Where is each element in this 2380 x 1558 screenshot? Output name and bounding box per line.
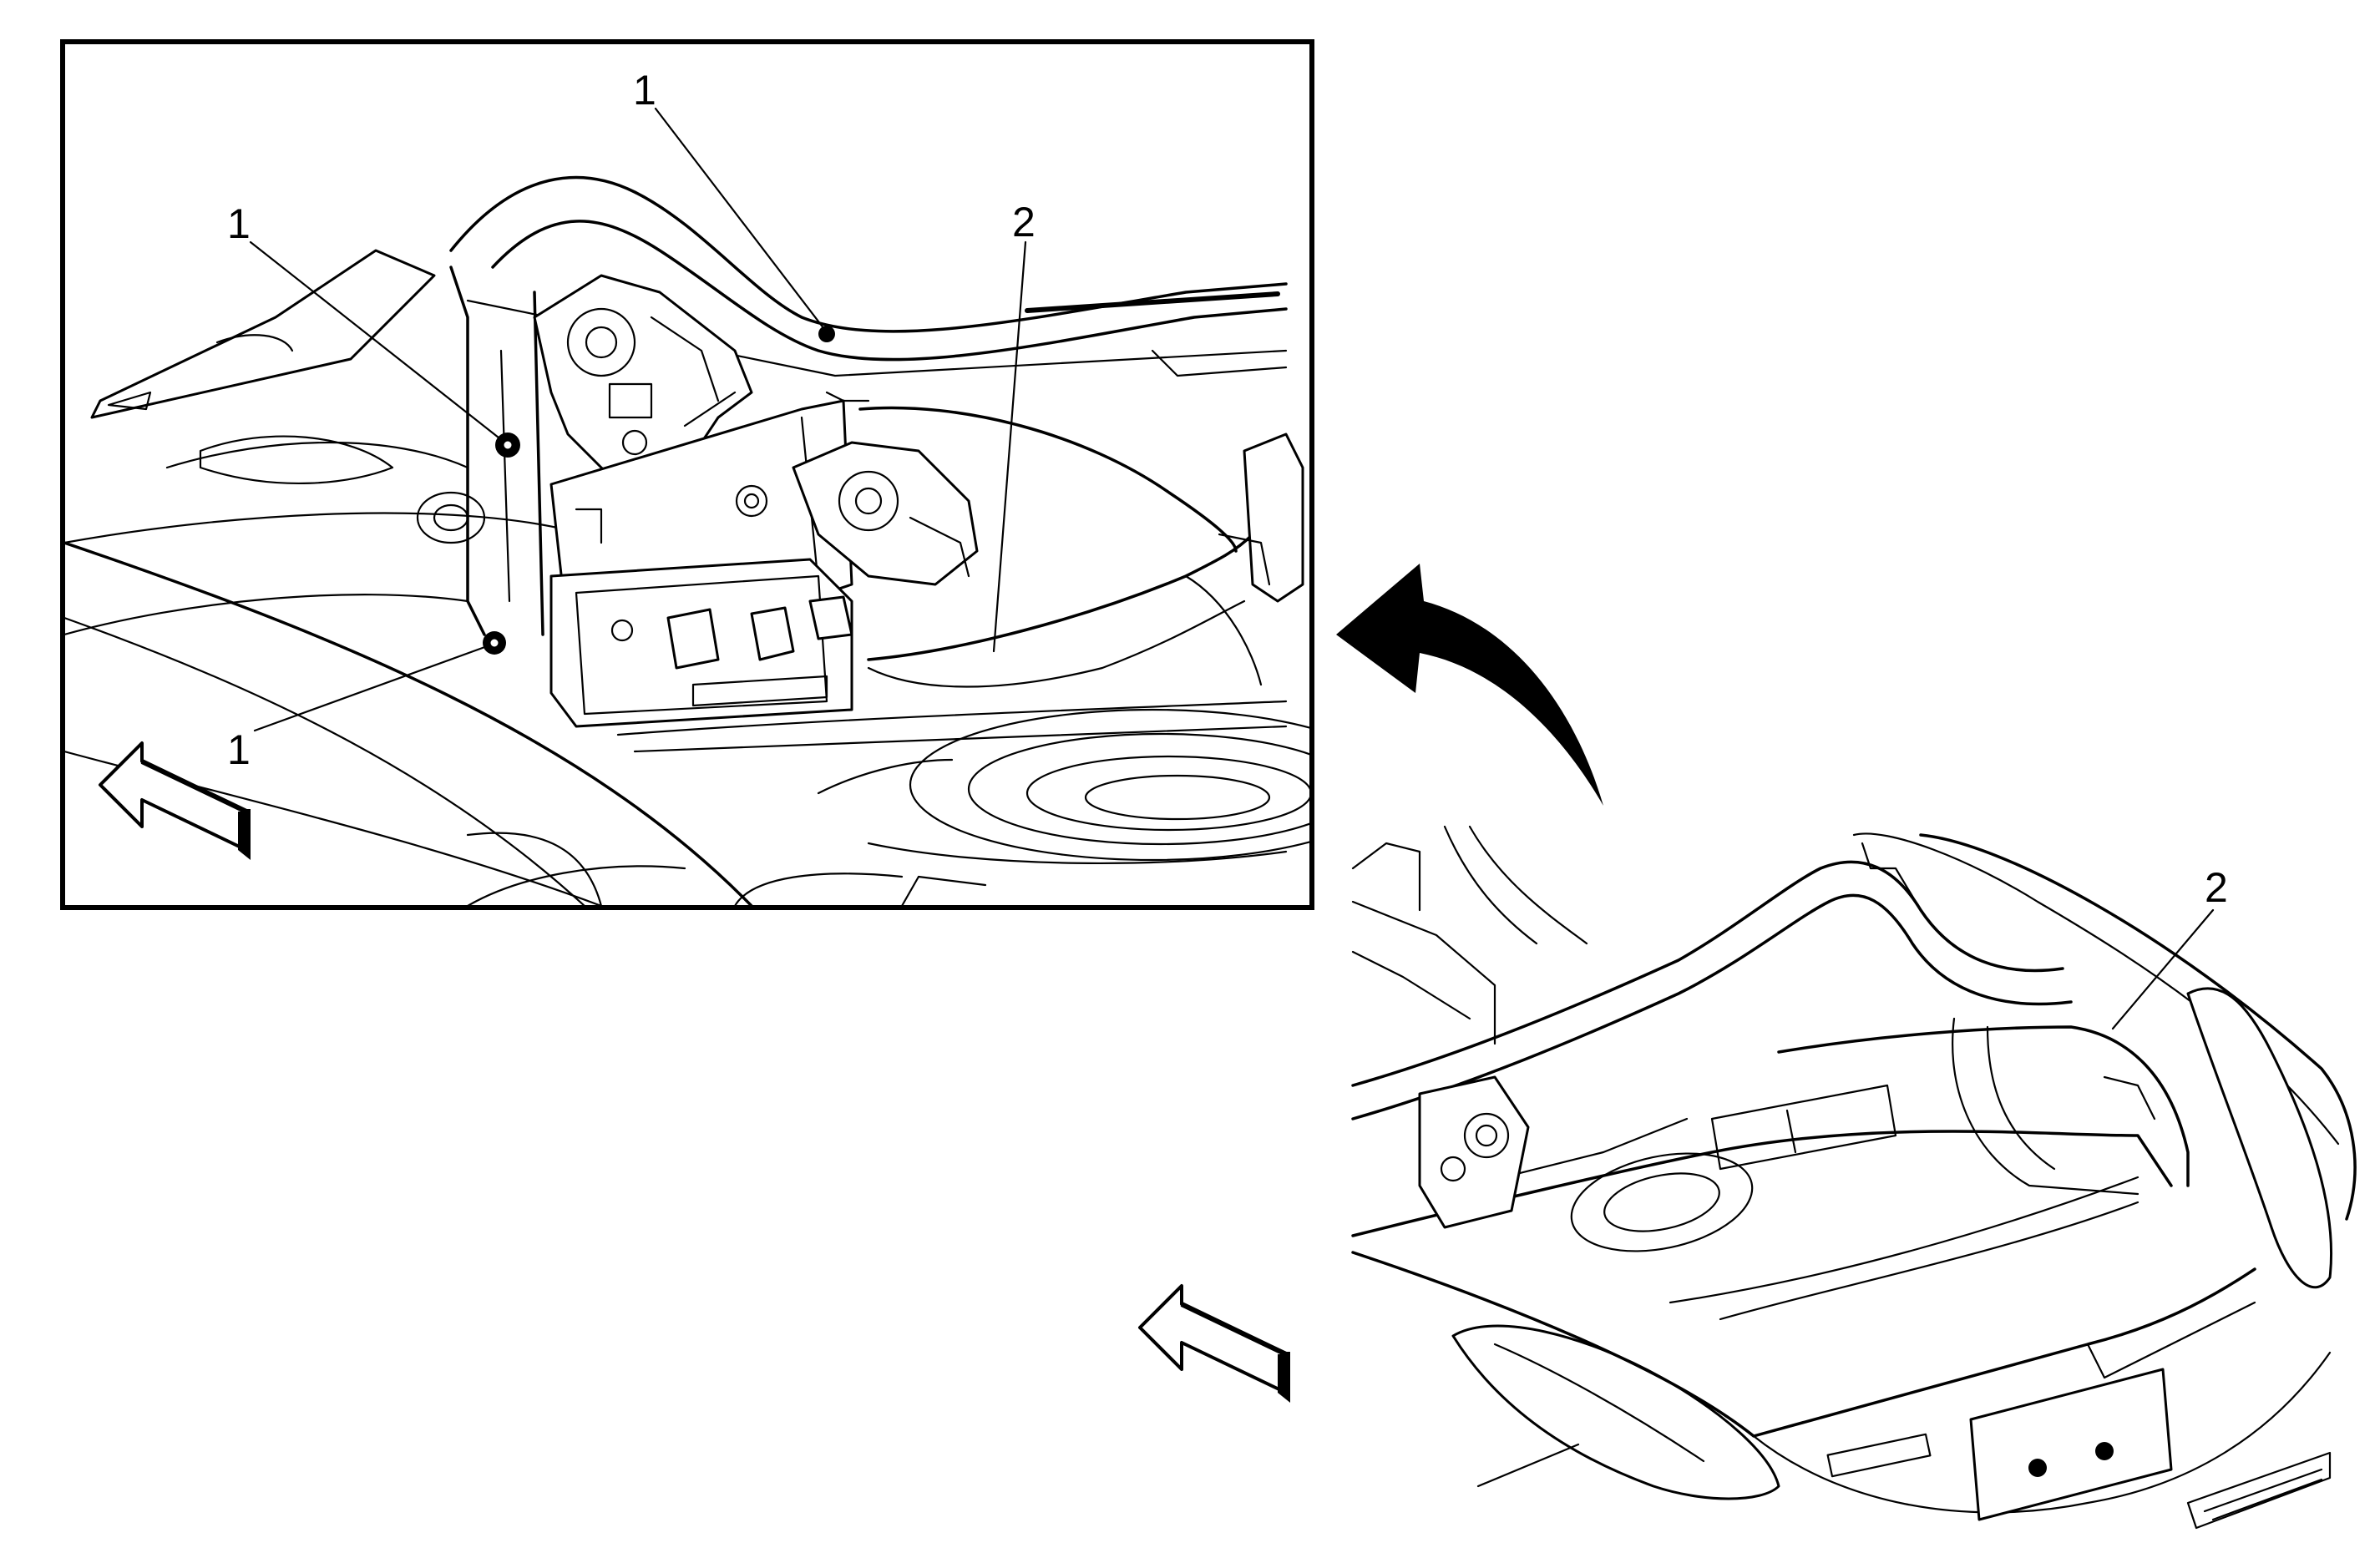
leader-line-harness-inset [992, 240, 1027, 653]
leader-line-fastener-top [654, 107, 828, 334]
callout-fastener-bottom: 1 [227, 726, 251, 773]
view-direction-arrow-icon [1138, 1284, 1290, 1403]
view-direction-arrow-icon [99, 741, 251, 860]
overview-vehicle: 2 [1138, 825, 2357, 1530]
overview-latch-left [1418, 1075, 1530, 1229]
callout-fastener-top: 1 [633, 67, 656, 114]
inset-frame [60, 39, 1314, 910]
curved-zoom-arrow-icon [1336, 564, 1603, 806]
inset-drawing [64, 175, 1310, 906]
detail-inset: 1 1 1 2 [60, 39, 1314, 910]
leader-line-fastener-left [249, 240, 504, 443]
leader-line-fastener-bottom [253, 644, 491, 732]
callout-fastener-left: 1 [227, 200, 251, 247]
leader-line-harness-overview [2111, 908, 2215, 1030]
callout-harness-overview: 2 [2205, 864, 2228, 911]
callout-harness-inset: 2 [1012, 199, 1036, 245]
